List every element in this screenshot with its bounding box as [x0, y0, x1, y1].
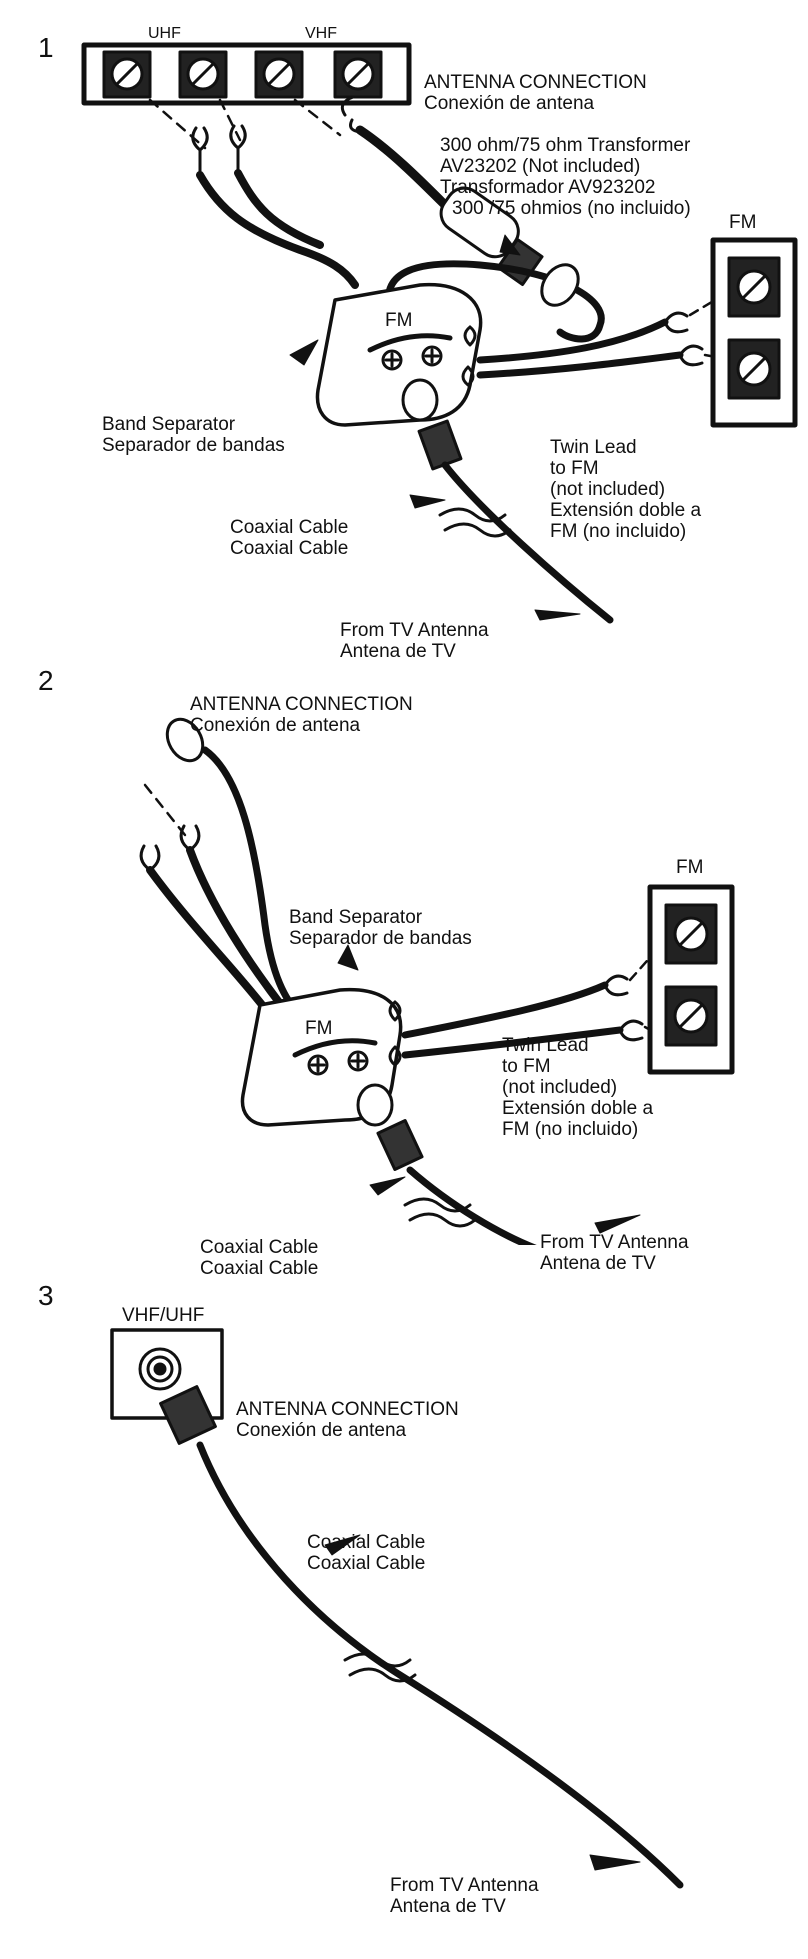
fm-port-label: FM — [676, 857, 704, 878]
separator-fm-label: FM — [385, 310, 413, 331]
step-1-illustration — [81, 42, 798, 624]
vhf-uhf-label: VHF/UHF — [122, 1305, 205, 1326]
separator-fm-label: FM — [305, 1018, 333, 1039]
step-2-illustration — [139, 717, 735, 1245]
step-number: 2 — [38, 665, 54, 696]
step-3-illustration — [110, 1328, 684, 1889]
fm-screw-terminal-1 — [727, 256, 781, 318]
step-number: 1 — [38, 32, 54, 63]
uhf-screw-terminal-1 — [102, 50, 152, 99]
fm-port-label: FM — [729, 212, 757, 233]
fm-screw-terminal-1 — [664, 903, 718, 965]
vhf-screw-terminal-2 — [333, 50, 383, 99]
vhf-label: VHF — [305, 25, 337, 42]
fm-screw-terminal-2 — [727, 338, 781, 400]
uhf-screw-terminal-2 — [178, 50, 228, 99]
uhf-label: UHF — [148, 25, 181, 42]
step-number: 3 — [38, 1280, 54, 1311]
vhf-screw-terminal-1 — [254, 50, 304, 99]
fm-screw-terminal-2 — [664, 985, 718, 1047]
